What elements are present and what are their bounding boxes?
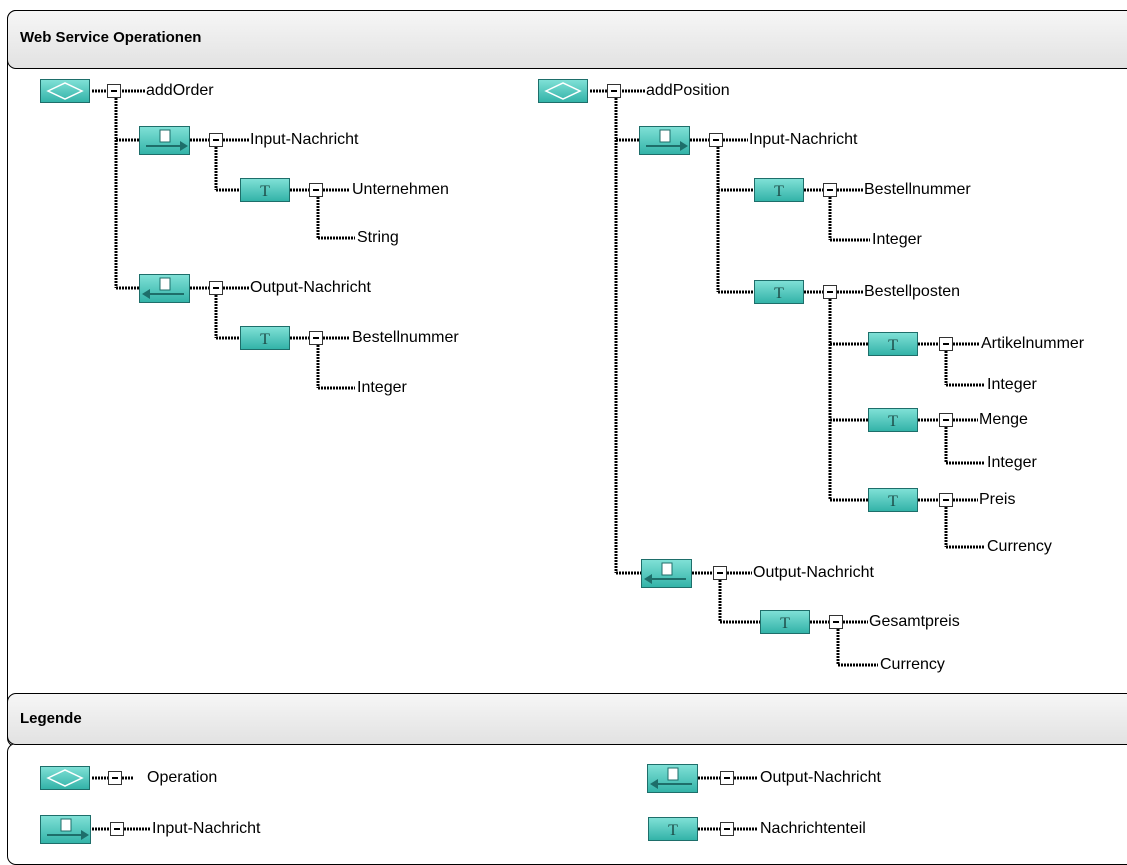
svg-text:T: T <box>260 331 270 348</box>
collapse-toggle[interactable] <box>713 566 727 580</box>
message-part-icon[interactable]: T <box>760 610 810 634</box>
operations-panel-title: Web Service Operationen <box>20 29 202 46</box>
message-part-icon[interactable]: T <box>754 280 804 304</box>
part-label: Artikelnummer <box>981 335 1085 352</box>
input-message-label: Input-Nachricht <box>250 131 359 148</box>
part-label: Gesamtpreis <box>869 613 960 630</box>
legend-toggle <box>720 822 734 836</box>
legend-part-label: Nachrichtenteil <box>760 820 866 837</box>
svg-text:T: T <box>774 285 784 302</box>
collapse-toggle[interactable] <box>209 133 223 147</box>
legend-toggle <box>720 771 734 785</box>
collapse-toggle[interactable] <box>209 281 223 295</box>
svg-text:T: T <box>888 413 898 430</box>
message-part-icon[interactable]: T <box>868 332 918 356</box>
legend-operation-icon <box>40 766 90 790</box>
part-label: Bestellnummer <box>864 181 971 198</box>
legend-output-label: Output-Nachricht <box>760 769 881 786</box>
part-label: Unternehmen <box>352 181 449 198</box>
legend-toggle <box>110 822 124 836</box>
svg-text:T: T <box>888 493 898 510</box>
message-part-icon[interactable]: T <box>240 326 290 350</box>
operations-panel <box>7 10 1127 747</box>
part-label: Menge <box>979 411 1028 428</box>
part-label: Preis <box>979 491 1016 508</box>
legend-input-icon <box>40 815 91 844</box>
message-part-icon[interactable]: T <box>240 178 290 202</box>
collapse-toggle[interactable] <box>939 493 953 507</box>
collapse-toggle[interactable] <box>823 183 837 197</box>
message-part-icon[interactable]: T <box>868 488 918 512</box>
legend-panel <box>7 743 1127 865</box>
svg-text:T: T <box>668 822 678 839</box>
legend-operation-label: Operation <box>147 769 218 786</box>
svg-text:T: T <box>780 615 790 632</box>
part-label: Bestellnummer <box>352 329 459 346</box>
message-part-icon[interactable]: T <box>754 178 804 202</box>
legend-panel-header <box>7 693 1127 745</box>
legend-input-label: Input-Nachricht <box>152 820 261 837</box>
type-label: Integer <box>987 454 1037 471</box>
input-message-label: Input-Nachricht <box>749 131 858 148</box>
collapse-toggle[interactable] <box>823 285 837 299</box>
svg-text:T: T <box>260 183 270 200</box>
input-message-icon[interactable] <box>139 126 190 155</box>
output-message-label: Output-Nachricht <box>250 279 371 296</box>
svg-text:T: T <box>774 183 784 200</box>
output-message-icon[interactable] <box>139 274 190 303</box>
legend-toggle <box>108 771 122 785</box>
type-label: Currency <box>987 538 1052 555</box>
output-message-label: Output-Nachricht <box>753 564 874 581</box>
operation-name: addOrder <box>146 82 214 99</box>
collapse-toggle[interactable] <box>309 331 323 345</box>
type-label: Currency <box>880 656 945 673</box>
type-label: Integer <box>872 231 922 248</box>
message-part-icon[interactable]: T <box>868 408 918 432</box>
collapse-toggle[interactable] <box>107 84 121 98</box>
collapse-toggle[interactable] <box>829 615 843 629</box>
type-label: Integer <box>357 379 407 396</box>
input-message-icon[interactable] <box>639 126 690 155</box>
collapse-toggle[interactable] <box>309 183 323 197</box>
part-label: Bestellposten <box>864 283 961 300</box>
type-label: String <box>357 229 399 246</box>
legend-panel-title: Legende <box>20 710 82 727</box>
legend-part-icon: T <box>648 817 698 841</box>
output-message-icon[interactable] <box>641 559 692 588</box>
collapse-toggle[interactable] <box>939 413 953 427</box>
collapse-toggle[interactable] <box>709 133 723 147</box>
collapse-toggle[interactable] <box>607 84 621 98</box>
collapse-toggle[interactable] <box>939 337 953 351</box>
operation-icon[interactable] <box>538 79 588 103</box>
svg-text:T: T <box>888 337 898 354</box>
operation-icon[interactable] <box>40 79 90 103</box>
operations-panel-header <box>7 10 1127 69</box>
operation-name: addPosition <box>646 82 730 99</box>
type-label: Integer <box>987 376 1037 393</box>
legend-output-icon <box>647 764 698 793</box>
